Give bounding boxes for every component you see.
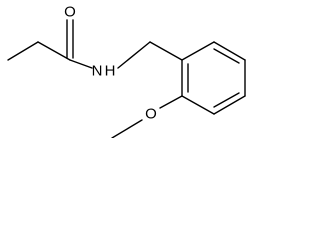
molecule-structure: O N H O [7,4,246,138]
ring-inner-bond-1 [213,48,240,64]
bond-ring-oxygen [159,95,183,109]
bond-nitrogen-ch2 [117,41,151,69]
atom-oxygen-carbonyl: O [64,4,76,21]
ring-bond-4 [213,95,246,115]
ring-bond-5 [181,95,215,115]
atom-hydrogen: H [105,63,116,80]
ring-inner-bond-2 [213,92,240,108]
bond-carbonyl-nitrogen [69,59,93,69]
bond-ch3-ch2 [7,41,39,61]
bond-ch2-carbonyl [37,41,71,61]
atom-nitrogen: N [92,63,103,80]
bond-oxygen-methyl [111,119,143,138]
atom-oxygen-methoxy: O [145,106,157,123]
ring-bond-1 [181,41,215,61]
bond-ch2-ring [149,41,183,61]
ring-bond-2 [213,41,246,61]
